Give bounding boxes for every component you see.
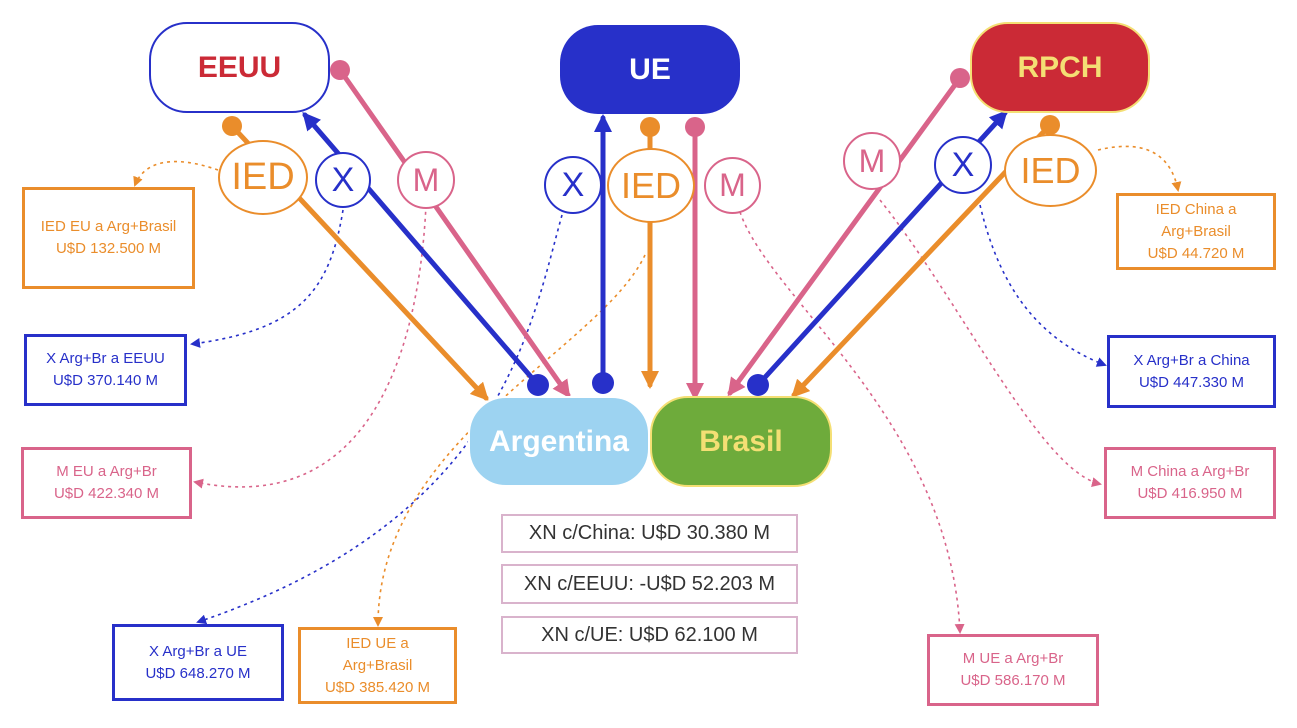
box-line: U$D 586.170 M: [960, 672, 1066, 689]
m-eu-connector: [193, 204, 427, 489]
dot: [222, 116, 242, 136]
box-line: U$D 416.950 M: [1137, 485, 1243, 502]
dot: [640, 117, 660, 137]
box-line: U$D 385.420 M: [324, 678, 431, 696]
box-line: X Arg+Br a EEUU: [46, 350, 165, 367]
net-balance-label: XN c/EEUU: -U$D 52.203 M: [523, 572, 776, 595]
ied-eu-box: IED EU a Arg+Brasil U$D 132.500 M: [22, 187, 195, 289]
dot: [527, 374, 549, 396]
x-badge-label: X: [331, 160, 355, 199]
node-argentina: Argentina: [468, 396, 650, 487]
dot: [592, 372, 614, 394]
net-balance-ue: XN c/UE: U$D 62.100 M: [501, 616, 798, 654]
node-ue: UE: [560, 25, 740, 114]
m-eeuu-to-argentina: [337, 67, 571, 399]
x-badge-label: X: [561, 165, 585, 204]
node-eeuu: EEUU: [149, 22, 330, 113]
x-china-connector: [979, 204, 1107, 367]
node-eeuu-label: EEUU: [197, 50, 282, 84]
node-brasil-label: Brasil: [699, 424, 783, 458]
net-balance-eeuu: XN c/EEUU: -U$D 52.203 M: [501, 564, 798, 604]
net-balance-china: XN c/China: U$D 30.380 M: [501, 514, 798, 553]
m-badge-ue: M: [704, 157, 761, 214]
ied-china-box: IED China a Arg+Brasil U$D 44.720 M: [1116, 193, 1276, 270]
node-ue-label: UE: [629, 52, 671, 86]
m-china-box: M China a Arg+Br U$D 416.950 M: [1104, 447, 1276, 519]
ied-badge-label: IED: [620, 164, 681, 206]
dot: [685, 117, 705, 137]
m-badge-rpch: M: [843, 132, 901, 190]
dot: [950, 68, 970, 88]
box-line: Arg+Brasil: [1161, 222, 1231, 240]
box-line: Arg+Brasil: [342, 656, 413, 674]
ied-badge-eeuu: IED: [218, 140, 308, 215]
node-rpch: RPCH: [970, 22, 1150, 113]
m-ue-box: M UE a Arg+Br U$D 586.170 M: [927, 634, 1099, 706]
box-line: U$D 447.330 M: [1138, 373, 1245, 391]
ied-badge-label: IED: [231, 156, 295, 198]
box-line: U$D 422.340 M: [53, 485, 160, 502]
m-china-connector: [879, 199, 1102, 488]
dot: [1040, 115, 1060, 135]
box-line: X Arg+Br a China: [1133, 351, 1250, 369]
x-eeuu-box: X Arg+Br a EEUU U$D 370.140 M: [24, 334, 187, 406]
box-line: U$D 648.270 M: [145, 664, 251, 682]
box-line: M China a Arg+Br: [1130, 463, 1250, 480]
box-line: IED EU a Arg+Brasil: [40, 218, 177, 235]
box-line: M UE a Arg+Br: [962, 650, 1064, 667]
ied-ue-box: IED UE a Arg+Brasil U$D 385.420 M: [298, 627, 457, 704]
m-badge-eeuu: M: [397, 151, 455, 209]
ied-badge-ue: IED: [607, 148, 695, 223]
x-eeuu-connector: [190, 209, 344, 348]
node-argentina-label: Argentina: [488, 424, 629, 458]
ied-china-connector: [1097, 145, 1182, 192]
m-eu-box: M EU a Arg+Br U$D 422.340 M: [21, 447, 192, 519]
m-rpch-to-brasil: [727, 75, 963, 397]
x-badge-ue: X: [544, 156, 602, 214]
node-rpch-label: RPCH: [1017, 50, 1103, 84]
x-badge-rpch: X: [934, 136, 992, 194]
box-line: U$D 370.140 M: [52, 372, 159, 389]
dot: [330, 60, 350, 80]
m-badge-label: M: [858, 142, 886, 179]
x-ue-box: X Arg+Br a UE U$D 648.270 M: [112, 624, 284, 701]
x-china-box: X Arg+Br a China U$D 447.330 M: [1107, 335, 1276, 408]
box-line: IED China a: [1155, 200, 1237, 218]
box-line: U$D 44.720 M: [1147, 244, 1245, 262]
net-balance-label: XN c/UE: U$D 62.100 M: [541, 623, 758, 646]
box-line: X Arg+Br a UE: [149, 642, 247, 660]
ied-badge-label: IED: [1020, 149, 1081, 191]
x-badge-label: X: [951, 145, 975, 184]
ied-badge-rpch: IED: [1004, 134, 1097, 207]
m-badge-label: M: [412, 161, 440, 198]
box-line: M EU a Arg+Br: [56, 463, 157, 480]
box-line: U$D 132.500 M: [55, 240, 162, 257]
net-balance-label: XN c/China: U$D 30.380 M: [528, 522, 771, 544]
box-line: IED UE a: [346, 634, 409, 652]
node-brasil: Brasil: [650, 396, 832, 487]
ied-eu-connector: [133, 160, 219, 187]
x-badge-eeuu: X: [315, 152, 371, 208]
m-ue-connector: [739, 211, 965, 634]
m-badge-label: M: [719, 167, 746, 203]
dot: [747, 374, 769, 396]
